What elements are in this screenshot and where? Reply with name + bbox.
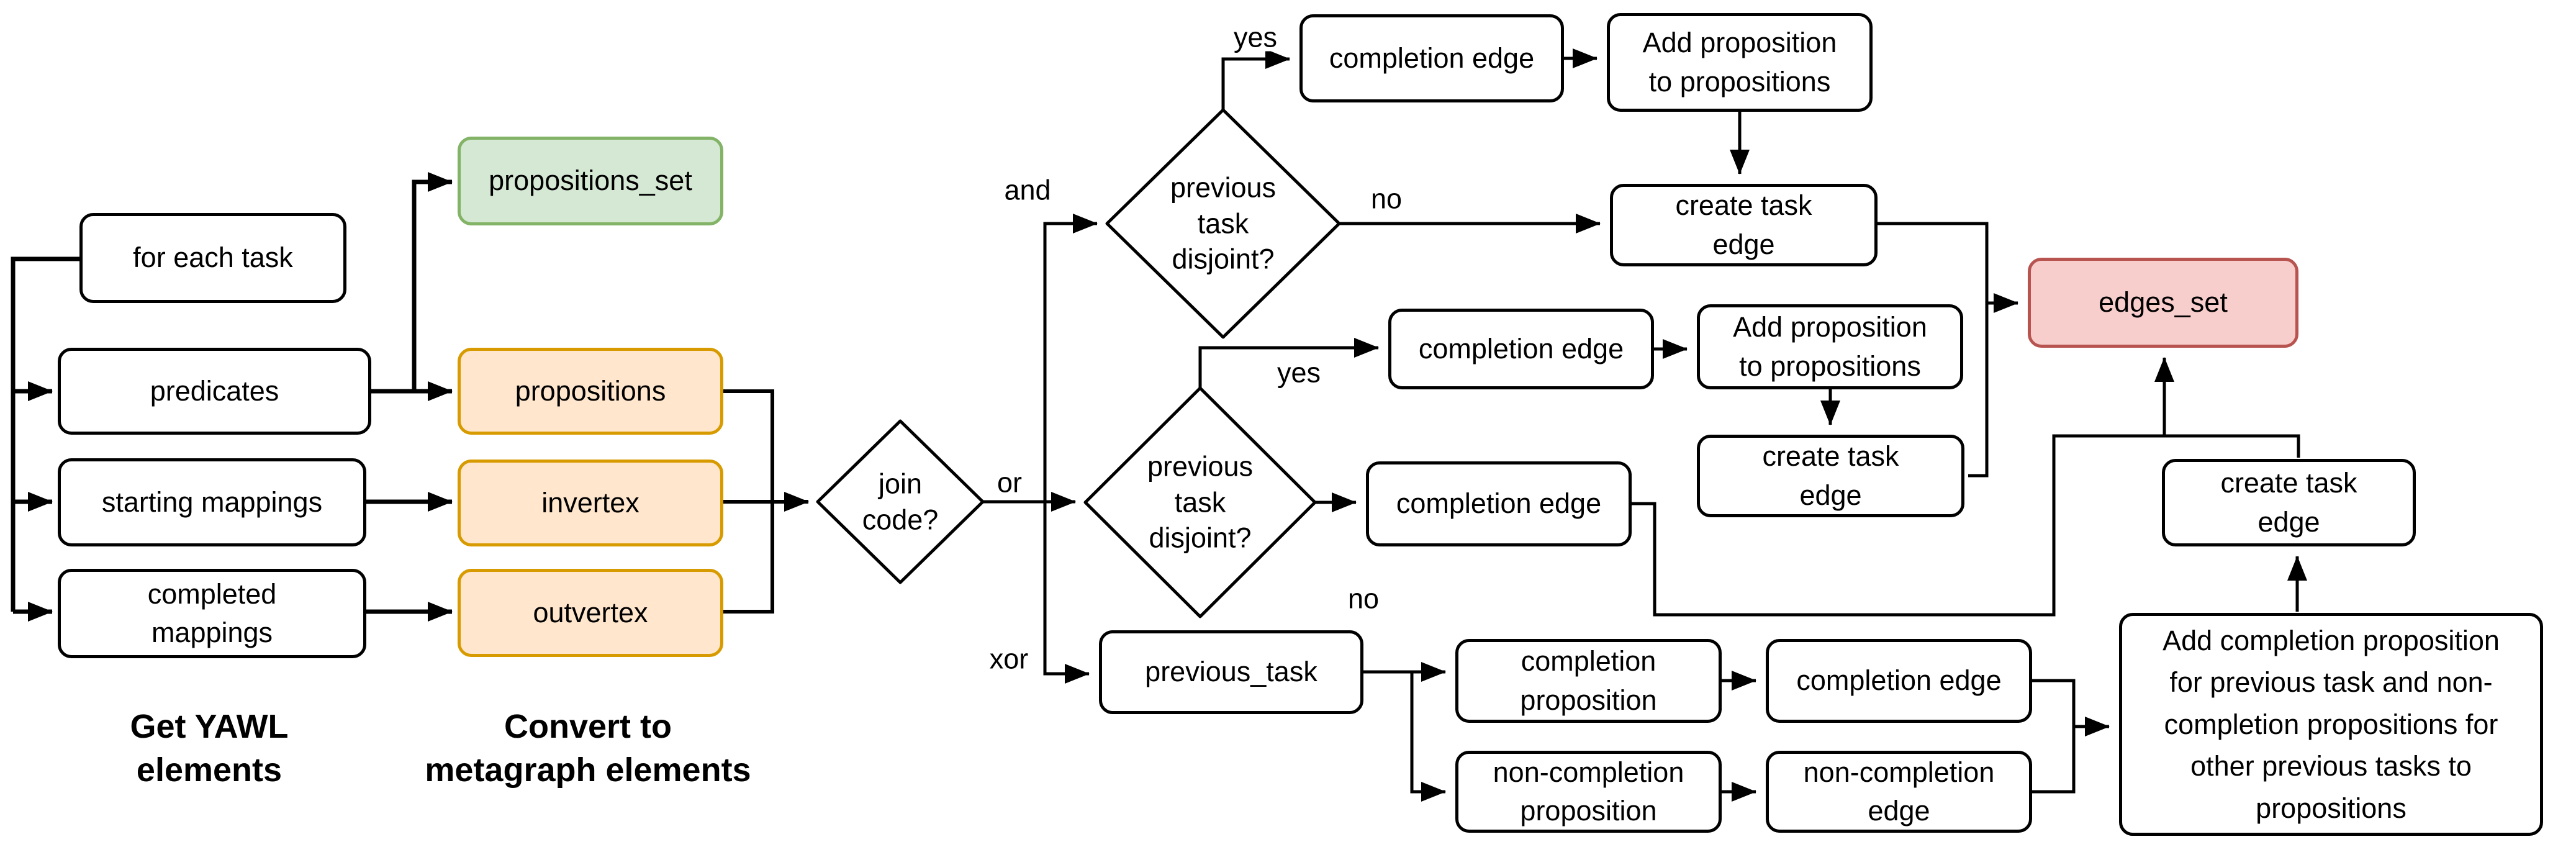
node-propositions-set: propositions_set	[458, 137, 723, 225]
edge-label-no-or: no	[1344, 584, 1383, 613]
node-predicates: predicates	[58, 348, 371, 435]
node-for-each-task: for each task	[79, 213, 346, 303]
node-completion-edge-or: completion edge	[1388, 309, 1654, 389]
prev-task-disjoint-and-diamond	[1105, 108, 1341, 339]
node-previous-task: previous_task	[1099, 630, 1363, 714]
node-add-proposition-or: Add proposition to propositions	[1697, 304, 1963, 389]
node-add-completion-proposition: Add completion proposition for previous …	[2119, 613, 2543, 836]
node-completion-proposition: completion proposition	[1455, 639, 1722, 723]
prev-task-disjoint-or-diamond	[1083, 386, 1317, 618]
edge-label-xor: xor	[985, 645, 1033, 673]
diamond-label-prev-task-disjoint-or: previous task disjoint?	[1147, 450, 1254, 554]
diamond-label-prev-task-disjoint-and: previous task disjoint?	[1170, 171, 1277, 275]
diamond-label-join-code: join code?	[862, 468, 939, 535]
flow-connectors	[983, 48, 2307, 802]
node-edges-set: edges_set	[2028, 258, 2298, 348]
node-create-task-edge-or: create task edge	[1697, 435, 1964, 517]
node-add-proposition-and: Add proposition to propositions	[1607, 13, 1873, 112]
node-starting-mappings: starting mappings	[58, 458, 366, 546]
node-completed-mappings: completed mappings	[58, 569, 366, 658]
section-label-convert-to-metagraph: Convert to metagraph elements	[425, 707, 751, 789]
edge-label-yes-and: yes	[1229, 23, 1281, 52]
section-label-get-yawl-elements: Get YAWL elements	[130, 707, 289, 789]
node-non-completion-proposition: non-completion proposition	[1455, 751, 1722, 833]
node-create-task-edge-and: create task edge	[1610, 184, 1878, 266]
edge-label-or: or	[993, 468, 1026, 497]
yawl-branch-connectors	[11, 172, 453, 622]
node-propositions: propositions	[458, 348, 723, 435]
edge-label-and: and	[1000, 176, 1055, 204]
node-non-completion-edge: non-completion edge	[1766, 751, 2032, 833]
node-completion-edge-xor: completion edge	[1766, 639, 2032, 723]
edge-label-yes-or: yes	[1273, 358, 1325, 387]
node-completion-edge-and: completion edge	[1299, 14, 1564, 102]
edge-label-no-and: no	[1367, 184, 1406, 213]
join-code-diamond	[816, 419, 985, 584]
node-completion-edge-or-no: completion edge	[1366, 461, 1632, 546]
metagraph-collector-connectors	[723, 389, 809, 614]
node-invertex: invertex	[458, 460, 723, 546]
node-outvertex: outvertex	[458, 569, 723, 657]
decision-diamonds	[816, 108, 1341, 618]
node-create-task-edge-right: create task edge	[2162, 459, 2416, 546]
